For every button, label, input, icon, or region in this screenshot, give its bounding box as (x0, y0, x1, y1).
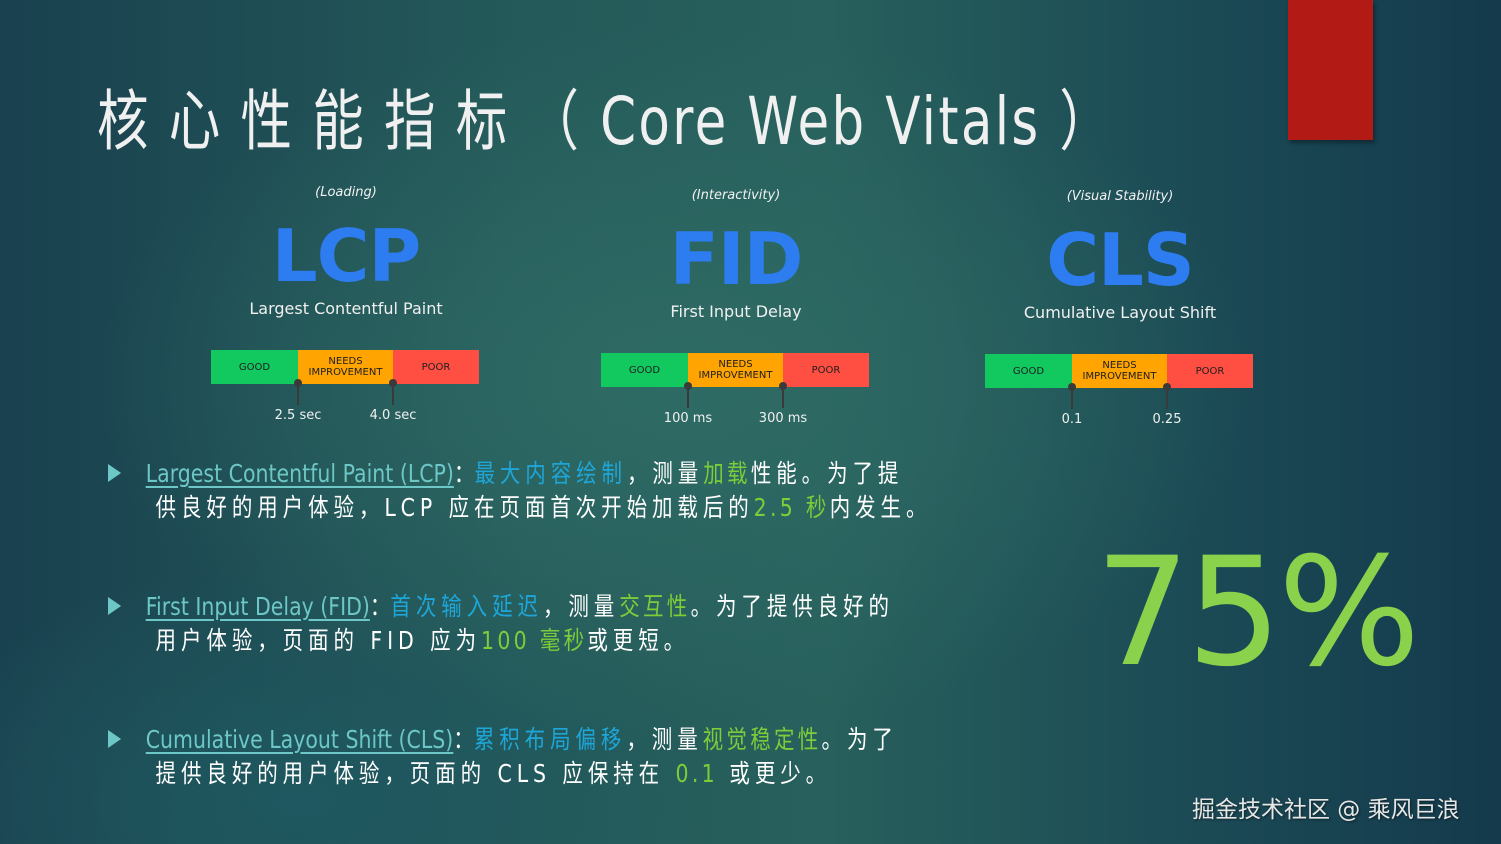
link-lcp[interactable]: Largest Contentful Paint (LCP) (145, 459, 454, 488)
band-good: GOOD (601, 353, 688, 387)
bullet-arrow-icon (108, 730, 122, 748)
value-highlight: 0.1 (675, 759, 718, 788)
metric-full-name: Cumulative Layout Shift (1023, 303, 1217, 322)
threshold-label: 4.0 sec (369, 408, 417, 423)
tick-marker (684, 382, 692, 408)
metric-category: (Loading) (315, 185, 377, 200)
link-cls[interactable]: Cumulative Layout Shift (CLS) (145, 725, 454, 754)
tick-marker (294, 379, 302, 405)
metric-abbr: LCP (271, 214, 422, 298)
bullet-cls: Cumulative Layout Shift (CLS)：累积布局偏移，测量视… (108, 723, 1018, 791)
bullet-fid: First Input Delay (FID)：首次输入延迟，测量交互性。为了提… (108, 590, 1018, 658)
page-title: 核心性能指标（ Core Web Vitals ） (97, 68, 1114, 160)
metric-full-name: Largest Contentful Paint (249, 299, 443, 318)
band-good: GOOD (985, 354, 1072, 388)
term-highlight: 首次输入延迟 (390, 592, 543, 621)
metric-card-cls: (Visual Stability) CLS Cumulative Layout… (985, 189, 1255, 428)
value-highlight: 2.5 秒 (753, 493, 830, 522)
metric-abbr: CLS (1046, 218, 1195, 302)
metric-card-fid: (Interactivity) FID First Input Delay GO… (601, 188, 871, 427)
threshold-ticks: 2.5 sec 4.0 sec (211, 379, 479, 424)
threshold-label: 300 ms (758, 411, 808, 426)
band-poor: POOR (1167, 354, 1253, 388)
threshold-label: 100 ms (663, 411, 713, 426)
bullet-arrow-icon (108, 464, 122, 482)
tick-marker (779, 382, 787, 408)
threshold-label: 2.5 sec (274, 408, 322, 423)
watermark: 掘金技术社区 @ 乘风巨浪 (1192, 797, 1460, 823)
threshold-ticks: 100 ms 300 ms (601, 382, 869, 427)
bullet-lcp: Largest Contentful Paint (LCP)：最大内容绘制，测量… (108, 457, 1018, 525)
title-cjk: 核心性能指标 (97, 83, 528, 160)
big-percentage-stat: 75% (1095, 526, 1420, 700)
metric-full-name: First Input Delay (670, 302, 802, 321)
term-highlight: 最大内容绘制 (474, 459, 627, 488)
threshold-ticks: 0.1 0.25 (985, 383, 1253, 428)
link-fid[interactable]: First Input Delay (FID) (145, 592, 370, 621)
metric-card-lcp: (Loading) LCP Largest Contentful Paint G… (211, 185, 481, 424)
title-latin: （ Core Web Vitals ） (527, 83, 1114, 160)
aspect-highlight: 视觉稳定性 (702, 725, 822, 754)
accent-red-tab (1288, 0, 1373, 140)
term-highlight: 累积布局偏移 (473, 725, 627, 754)
tick-marker (1068, 383, 1076, 409)
metric-category: (Visual Stability) (1066, 189, 1174, 204)
band-poor: POOR (783, 353, 869, 387)
aspect-highlight: 加载 (703, 459, 751, 488)
metric-abbr: FID (669, 217, 804, 301)
band-good: GOOD (211, 350, 298, 384)
tick-marker (389, 379, 397, 405)
tick-marker (1163, 383, 1171, 409)
band-poor: POOR (393, 350, 479, 384)
threshold-label: 0.25 (1152, 412, 1182, 427)
bullet-arrow-icon (108, 597, 122, 615)
threshold-label: 0.1 (1061, 412, 1083, 427)
value-highlight: 100 毫秒 (481, 626, 588, 655)
metric-category: (Interactivity) (691, 188, 781, 203)
aspect-highlight: 交互性 (619, 592, 691, 621)
